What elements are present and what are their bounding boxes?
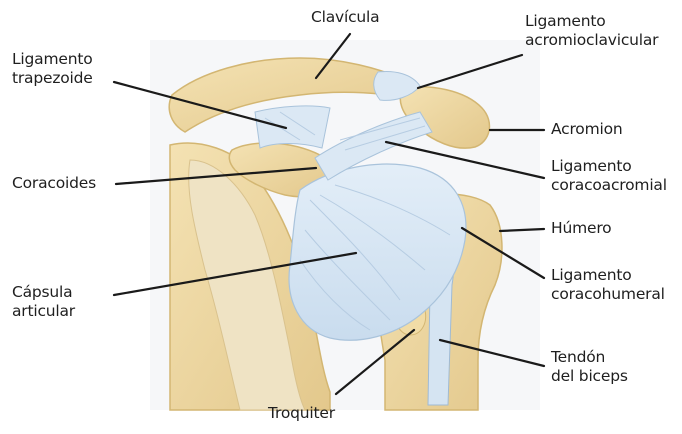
label-humero: Húmero xyxy=(551,219,611,238)
label-ligamento-trapezoide: Ligamento trapezoide xyxy=(12,50,93,88)
label-ligamento-coracoacromial: Ligamento coracoacromial xyxy=(551,157,667,195)
label-troquiter: Troquiter xyxy=(268,404,335,423)
label-clavicula: Clavícula xyxy=(311,8,379,27)
label-ligamento-coracohumeral: Ligamento coracohumeral xyxy=(551,266,665,304)
label-tendon-biceps: Tendón del biceps xyxy=(551,348,628,386)
label-coracoides: Coracoides xyxy=(12,174,96,193)
label-capsula-articular: Cápsula articular xyxy=(12,283,75,321)
label-ligamento-acromioclavicular: Ligamento acromioclavicular xyxy=(525,12,658,50)
trapezoid-band xyxy=(255,106,330,148)
label-acromion: Acromion xyxy=(551,120,622,139)
